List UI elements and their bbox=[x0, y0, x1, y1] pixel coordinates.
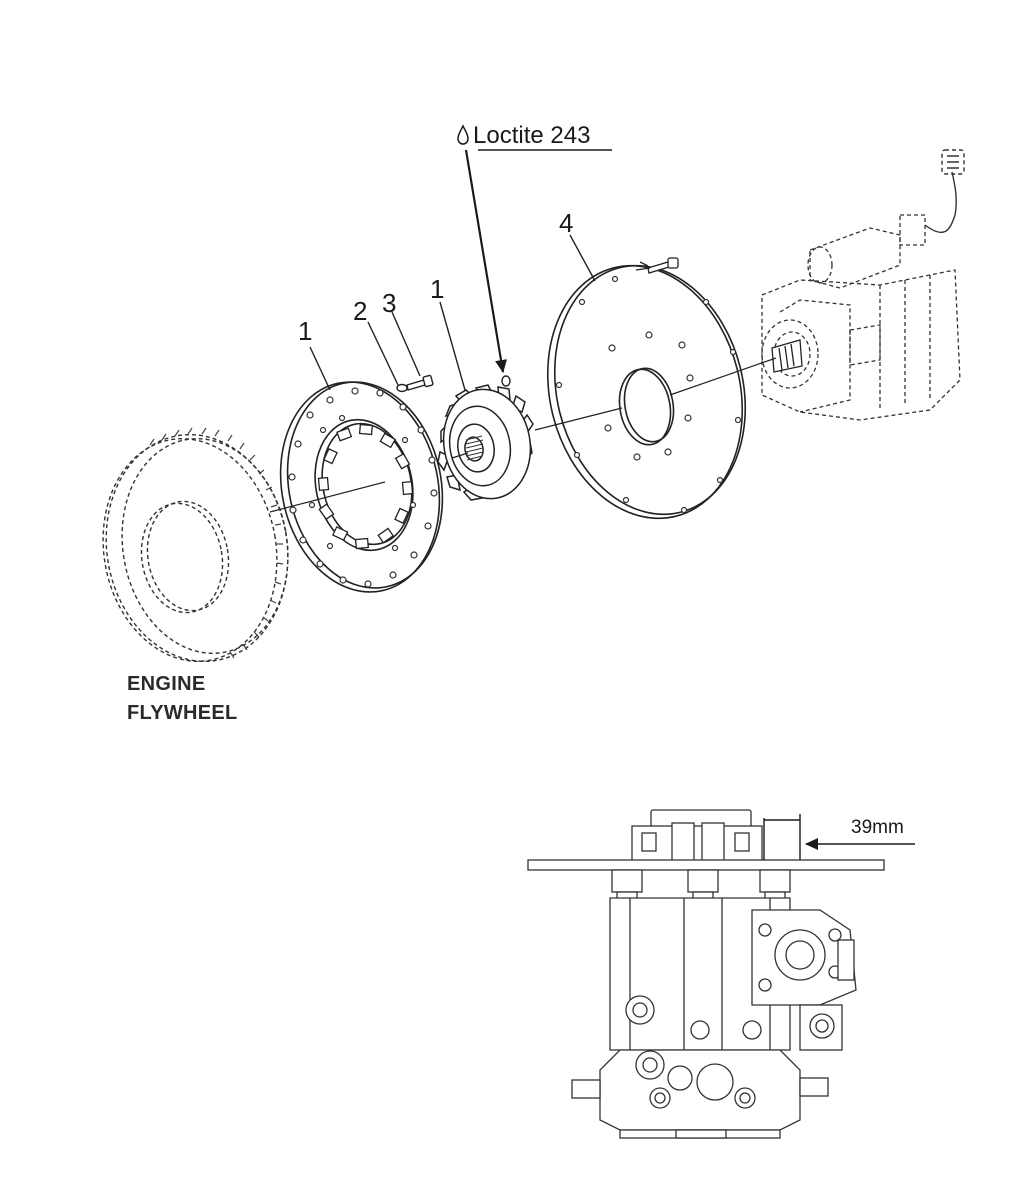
flywheel-label-line2: FLYWHEEL bbox=[127, 702, 238, 724]
washer-part-2 bbox=[396, 383, 408, 393]
coupling-plate-bolt-holes bbox=[288, 387, 438, 588]
adapter-bolt bbox=[635, 257, 679, 274]
pump-connector-cable bbox=[924, 149, 965, 234]
adhesive-label: Loctite 243 bbox=[456, 123, 590, 152]
loctite-leader bbox=[464, 149, 612, 373]
coupling-plate-slots bbox=[317, 423, 414, 550]
drive-hub bbox=[437, 384, 534, 501]
adapter-plate bbox=[546, 264, 747, 520]
leader-lines bbox=[309, 234, 596, 391]
bolt-part-3 bbox=[406, 374, 434, 391]
dimension-label: 39mm bbox=[851, 817, 904, 838]
adhesive-text: Loctite 243 bbox=[473, 122, 591, 149]
pump-side-view bbox=[527, 809, 885, 1139]
engine-flywheel bbox=[102, 433, 289, 663]
adapter-plate-holes bbox=[555, 275, 742, 514]
hub-splines bbox=[465, 435, 484, 461]
callout-part-1-left: 1 bbox=[298, 316, 313, 346]
drop-icon bbox=[456, 124, 470, 152]
assembly-axis bbox=[269, 357, 777, 513]
pump-shaft bbox=[771, 339, 803, 373]
coupling-plate bbox=[279, 381, 444, 593]
flywheel-label-line1: ENGINE bbox=[127, 673, 206, 695]
callout-part-2: 2 bbox=[353, 296, 368, 326]
callout-part-1-right: 1 bbox=[430, 274, 445, 304]
set-screw bbox=[501, 375, 511, 387]
callout-part-3: 3 bbox=[382, 288, 397, 318]
callout-part-4: 4 bbox=[559, 208, 574, 238]
flywheel-ring-gear-teeth bbox=[149, 427, 284, 659]
hydraulic-pump bbox=[761, 214, 961, 421]
dimension-marker bbox=[763, 814, 915, 860]
